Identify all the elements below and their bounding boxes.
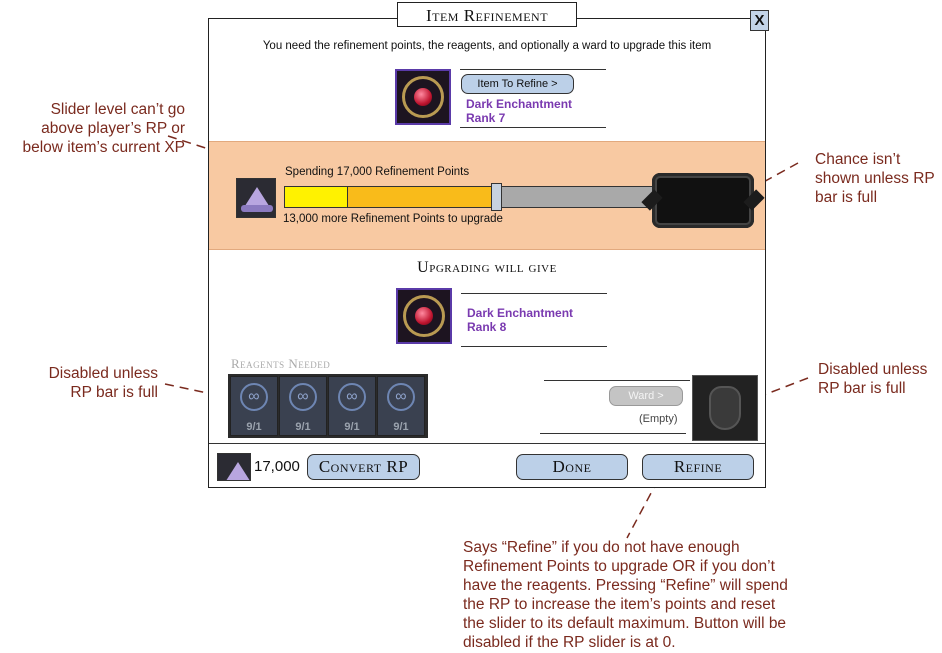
reagent-count: 9/1 [393, 421, 409, 433]
done-button[interactable]: Done [516, 454, 628, 480]
reagent-icon: ∞ [240, 383, 268, 411]
refine-button[interactable]: Refine [642, 454, 754, 480]
annotation-refine: Says “Refine” if you do not have enough … [463, 539, 788, 651]
reagents-heading: Reagents Needed [231, 356, 331, 371]
ward-status: (Empty) [639, 413, 678, 425]
upgrade-item-rank: Rank 8 [467, 320, 507, 334]
reagent-slot[interactable]: ∞ 9/1 [328, 376, 376, 436]
reagent-icon: ∞ [338, 383, 366, 411]
annotation-ward-disabled: Disabled unless RP bar is full [818, 361, 928, 397]
rp-crystal-icon [217, 453, 251, 481]
reagent-icon: ∞ [289, 383, 317, 411]
rp-amount: 17,000 [254, 458, 300, 475]
reagent-icon: ∞ [387, 383, 415, 411]
refinement-slider-thumb[interactable] [491, 183, 502, 211]
annotation-slider: Slider level can’t go above player’s RP … [22, 101, 185, 156]
upgrade-item-name: Dark Enchantment [467, 306, 574, 320]
instructions-text: You need the refinement points, the reag… [262, 40, 712, 52]
refinement-crystal-icon [236, 178, 276, 218]
spending-text: Spending 17,000 Refinement Points [285, 166, 470, 178]
close-button[interactable]: X [750, 10, 769, 31]
remaining-text: 13,000 more Refinement Points to upgrade [283, 213, 503, 225]
annotation-reagents-disabled: Disabled unless RP bar is full [48, 365, 158, 401]
item-gem-icon[interactable] [395, 69, 451, 125]
chance-frame [652, 173, 754, 228]
item-name: Dark Enchantment [466, 97, 573, 111]
ward-button[interactable]: Ward > [609, 386, 683, 406]
reagent-slot[interactable]: ∞ 9/1 [230, 376, 278, 436]
reagent-slot[interactable]: ∞ 9/1 [377, 376, 425, 436]
refinement-current-xp-fill [285, 187, 348, 207]
upgrade-heading: Upgrading will give [417, 259, 557, 276]
item-to-refine-button[interactable]: Item To Refine > [461, 74, 574, 94]
reagent-count: 9/1 [246, 421, 262, 433]
reagent-count: 9/1 [295, 421, 311, 433]
reagent-count: 9/1 [344, 421, 360, 433]
convert-rp-button[interactable]: Convert RP [307, 454, 420, 480]
reagent-slot[interactable]: ∞ 9/1 [279, 376, 327, 436]
ward-slot[interactable] [692, 375, 758, 441]
dialog-title: Item Refinement [397, 2, 577, 27]
item-rank: Rank 7 [466, 111, 506, 125]
annotation-chance: Chance isn’t shown unless RP bar is full [815, 151, 935, 206]
upgrade-gem-icon [396, 288, 452, 344]
